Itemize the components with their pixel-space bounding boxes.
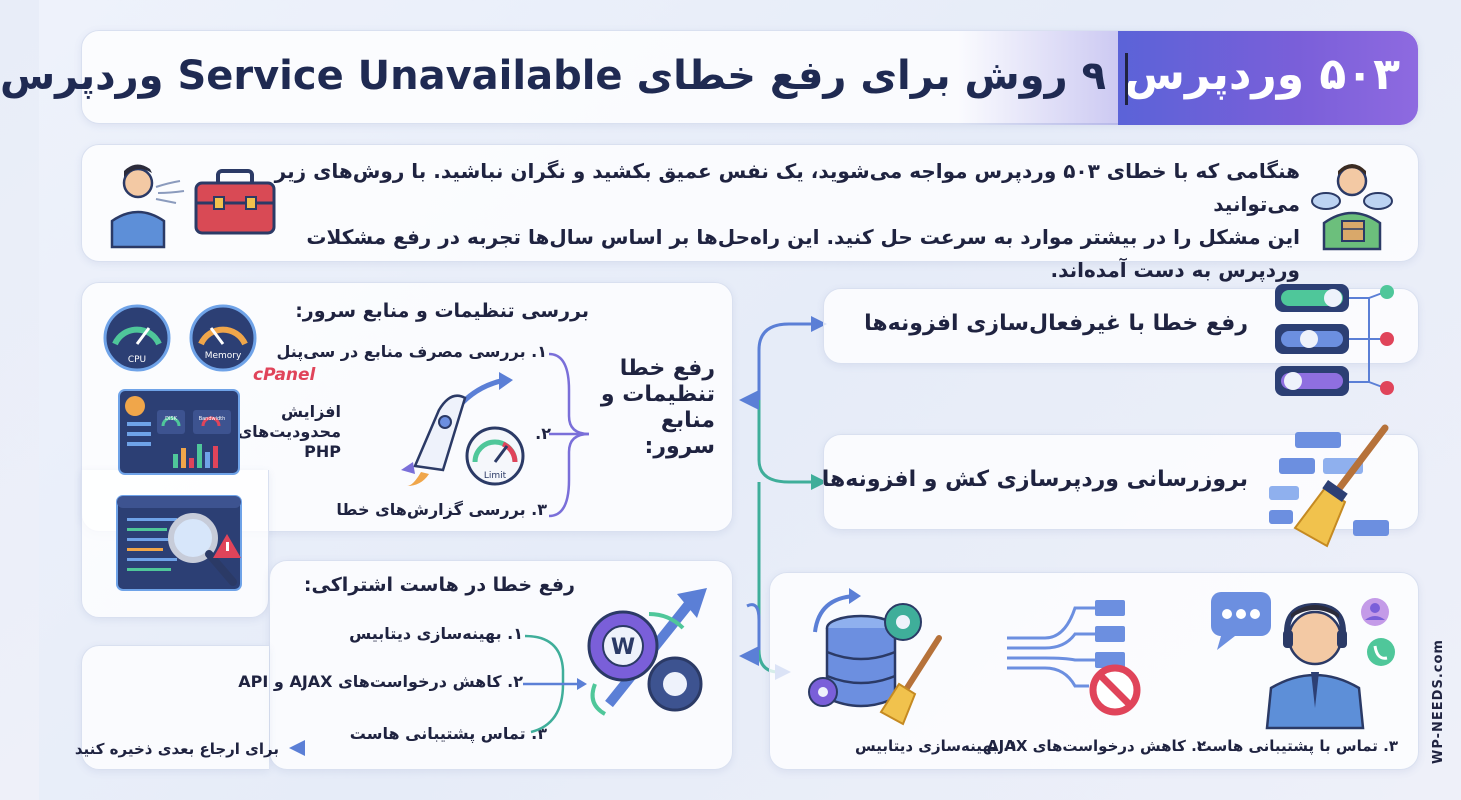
reduce-ajax-requests-icon [1007,600,1141,716]
plugin-toggles-icon [1275,284,1394,396]
center-label-line-3: منابع سرور: [644,408,715,459]
watermark: WP-NEEDS.com [1431,639,1446,765]
gauge-memory-label: Memory [205,351,242,361]
rocket-limit-icon: Limit [401,372,525,486]
save-note: برای ارجاع بعدی ذخیره کنید [74,740,279,758]
svg-text:W: W [611,635,635,660]
server-item-3: ۳. بررسی گزارش‌های خطا [336,500,547,519]
title-separator [1125,53,1128,105]
gauge-cpu-label: CPU [128,355,146,365]
intro-line-1: هنگامی که با خطای ۵۰۳ وردپرس مواجه می‌شو… [274,159,1300,216]
save-note-triangle-icon [289,740,305,756]
support-person-icon [1311,164,1393,251]
title-badge: ۵۰۳ وردپرس [1118,31,1418,125]
intro-line-3: وردپرس به دست آمده‌اند. [1050,258,1300,282]
server-item-2-line-3: PHP [304,442,341,461]
title-badge-fade [958,31,1118,125]
title-badge-text: ۵۰۳ وردپرس [1124,49,1400,100]
server-item-2-line-1: افزایش [280,402,341,421]
cache-update-title: بروزرسانی وردپرسازی کش و افزونه‌ها [821,467,1248,492]
page-title: ۹ روش برای رفع خطای Service Unavailable … [0,53,1106,99]
cpu-memory-gauges-icon: CPU Memory cPanel [103,304,317,385]
host-bracket-connector [523,634,587,734]
title-bar: ۵۰۳ وردپرس ۹ روش برای رفع خطای Service U… [0,30,1419,125]
broom-cache-icon [1269,424,1389,548]
hosting-support-agent-icon [1211,592,1395,730]
center-label-line-1: رفع خطا [619,356,715,381]
cpanel-logo-text: cPanel [253,365,317,385]
dashboard-label-disk: DISK [165,416,177,422]
host-item-2: ۲. کاهش درخواست‌های AJAX و API [238,672,523,691]
intro-line-2: این مشکل را در بیشتر موارد به سرعت حل کن… [306,225,1300,249]
bottom-item-2: ۲. کاهش درخواست‌های AJAX [987,737,1206,755]
server-item-2-number: ۲. [535,424,551,443]
host-item-1: ۱. بهینه‌سازی دیتابیس [349,624,523,643]
intro-card: هنگامی که با خطای ۵۰۳ وردپرس مواجه می‌شو… [81,144,1419,282]
center-label-line-2: تنظیمات و [600,382,715,407]
center-label: رفع خطا تنظیمات و منابع سرور: [595,356,715,460]
wordpress-gear-optimization-icon: W [587,588,707,716]
toolbox-icon [194,169,276,235]
server-dashboard-icon: DISK Bandwidth [118,389,240,475]
database-optimize-icon [808,588,942,726]
host-section-heading: رفع خطا در هاست اشتراکی: [303,574,575,596]
bottom-item-1: ۱. بهینه‌سازی دیتابیس [855,737,1018,755]
server-item-1: ۱. بررسی مصرف منابع در سی‌پنل [276,342,547,361]
dashboard-label-bandwidth: Bandwidth [199,416,226,422]
error-log-magnifier-icon [116,495,242,591]
breathing-person-icon [110,164,185,249]
limit-label: Limit [484,471,507,481]
shared-host-card-extension [81,645,269,770]
server-section-heading: بررسی تنظیمات و منابع سرور: [295,300,589,322]
bottom-item-3: ۳. تماس با پشتیبانی هاست [1196,737,1398,755]
host-item-3: ۳. تماس پشتیبانی هاست [349,724,547,743]
disable-plugins-title: رفع خطا با غیرفعال‌سازی افزونه‌ها [864,311,1248,336]
intro-text: هنگامی که با خطای ۵۰۳ وردپرس مواجه می‌شو… [270,155,1300,287]
server-bracket-connector [548,352,590,518]
